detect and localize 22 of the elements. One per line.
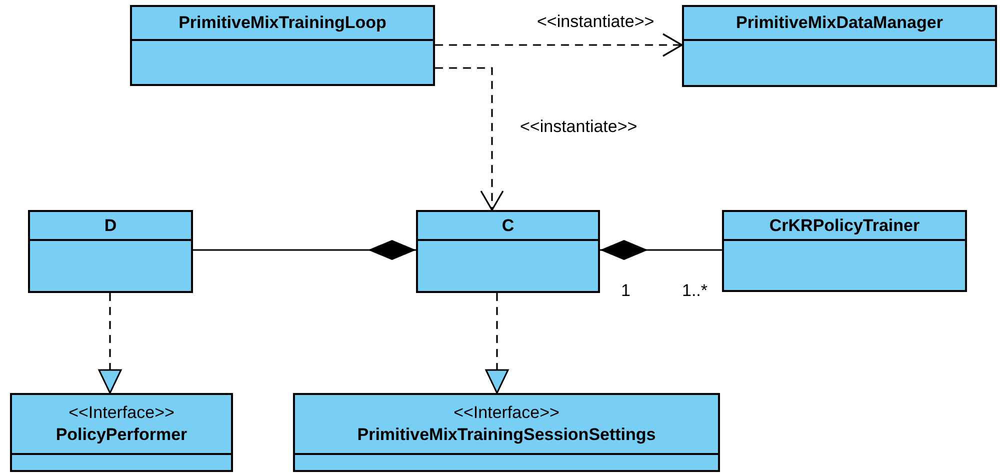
class-name: PrimitiveMixDataManager <box>736 12 943 34</box>
class-box <box>293 393 720 472</box>
class-name: CrKRPolicyTrainer <box>769 214 920 236</box>
class-box <box>28 210 193 293</box>
class-box <box>416 210 600 293</box>
stereotype-label: <<Interface>> <box>454 402 560 424</box>
arrow <box>485 293 509 394</box>
stereotype-label: <<Interface>> <box>68 402 174 424</box>
composition-line <box>600 240 722 260</box>
composition-line <box>193 240 416 260</box>
arrow <box>435 33 683 57</box>
class-box <box>722 210 967 292</box>
class-box <box>682 5 997 87</box>
class-name: C <box>502 214 514 236</box>
class-box <box>130 5 435 86</box>
class-name: PrimitiveMixTrainingLoop <box>178 12 386 34</box>
class-box <box>10 393 233 472</box>
class-name: PolicyPerformer <box>56 424 188 446</box>
class-name: D <box>104 214 117 236</box>
arrow <box>98 293 122 394</box>
class-name: PrimitiveMixTrainingSessionSettings <box>357 424 656 446</box>
arrow <box>435 67 504 211</box>
